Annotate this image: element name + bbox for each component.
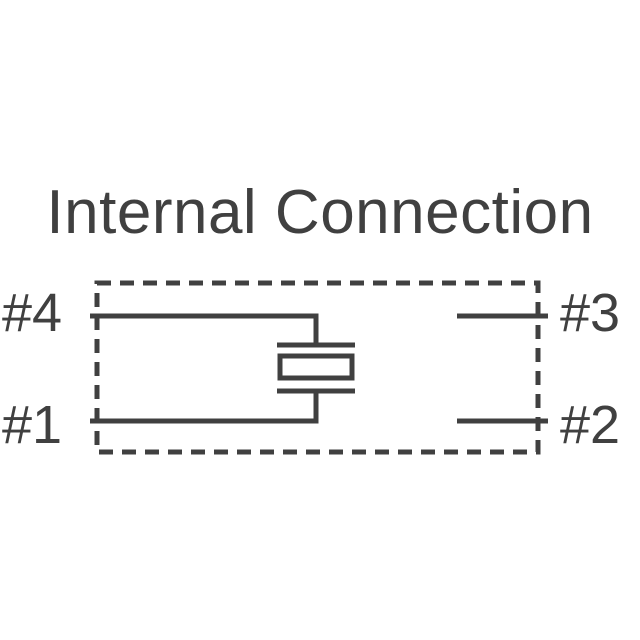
pin4-lead	[90, 313, 319, 345]
package-outline	[94, 280, 541, 455]
pin1-lead	[90, 391, 319, 424]
pin-label-3: #3	[560, 283, 621, 343]
pin-label-4: #4	[2, 283, 63, 343]
pin-label-2: #2	[560, 395, 621, 455]
pin-label-1: #1	[2, 395, 63, 455]
diagram-title: Internal Connection	[46, 178, 594, 247]
crystal-body	[277, 353, 355, 381]
